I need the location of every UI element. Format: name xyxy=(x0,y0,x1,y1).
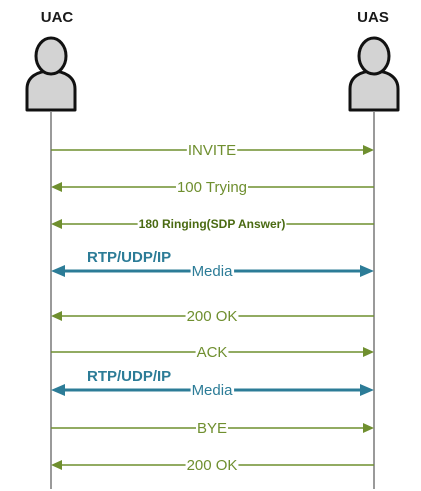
protocol-label: RTP/UDP/IP xyxy=(87,368,171,385)
uac-label: UAC xyxy=(41,9,74,26)
uac-actor: UAC xyxy=(25,9,77,112)
message-invite: INVITE xyxy=(51,142,374,159)
message-ok1: 200 OK xyxy=(51,308,374,325)
message-media2: Media RTP/UDP/IP xyxy=(51,368,374,399)
arrowhead xyxy=(360,384,374,396)
message-bye: BYE xyxy=(51,420,374,437)
message-ok2: 200 OK xyxy=(51,457,374,474)
message-media1: Media RTP/UDP/IP xyxy=(51,249,374,280)
label-background xyxy=(195,344,229,361)
arrowhead xyxy=(51,265,65,277)
message-label: 200 OK xyxy=(187,457,238,474)
arrowhead xyxy=(363,347,374,357)
label-background xyxy=(137,217,287,231)
label-background xyxy=(186,142,238,159)
uas-actor: UAS xyxy=(348,9,400,112)
arrowhead xyxy=(51,384,65,396)
uac-person-icon xyxy=(25,36,77,112)
label-background xyxy=(195,420,229,437)
message-ringing: 180 Ringing(SDP Answer) xyxy=(51,217,374,231)
arrowhead xyxy=(51,219,62,229)
label-background xyxy=(185,457,239,474)
arrowhead xyxy=(360,265,374,277)
arrowhead xyxy=(51,182,62,192)
arrowhead xyxy=(51,311,62,321)
uas-person-icon xyxy=(348,36,400,112)
label-background xyxy=(190,382,235,399)
message-label: Media xyxy=(192,382,234,399)
label-background xyxy=(175,179,249,196)
message-ack: ACK xyxy=(51,344,374,361)
message-label: 200 OK xyxy=(187,308,238,325)
message-label: BYE xyxy=(197,420,227,437)
message-trying: 100 Trying xyxy=(51,179,374,196)
arrowhead xyxy=(363,423,374,433)
message-label: 100 Trying xyxy=(177,179,247,196)
message-label: Media xyxy=(192,263,234,280)
arrowhead xyxy=(51,460,62,470)
message-list: INVITE 100 Trying 180 Ringing(SDP Answer) M… xyxy=(51,142,374,474)
protocol-label: RTP/UDP/IP xyxy=(87,249,171,266)
label-background xyxy=(190,263,235,280)
label-background xyxy=(185,308,239,325)
uas-label: UAS xyxy=(357,9,389,26)
message-label: 180 Ringing(SDP Answer) xyxy=(139,217,286,231)
message-label: INVITE xyxy=(188,142,236,159)
arrowhead xyxy=(363,145,374,155)
message-label: ACK xyxy=(197,344,228,361)
